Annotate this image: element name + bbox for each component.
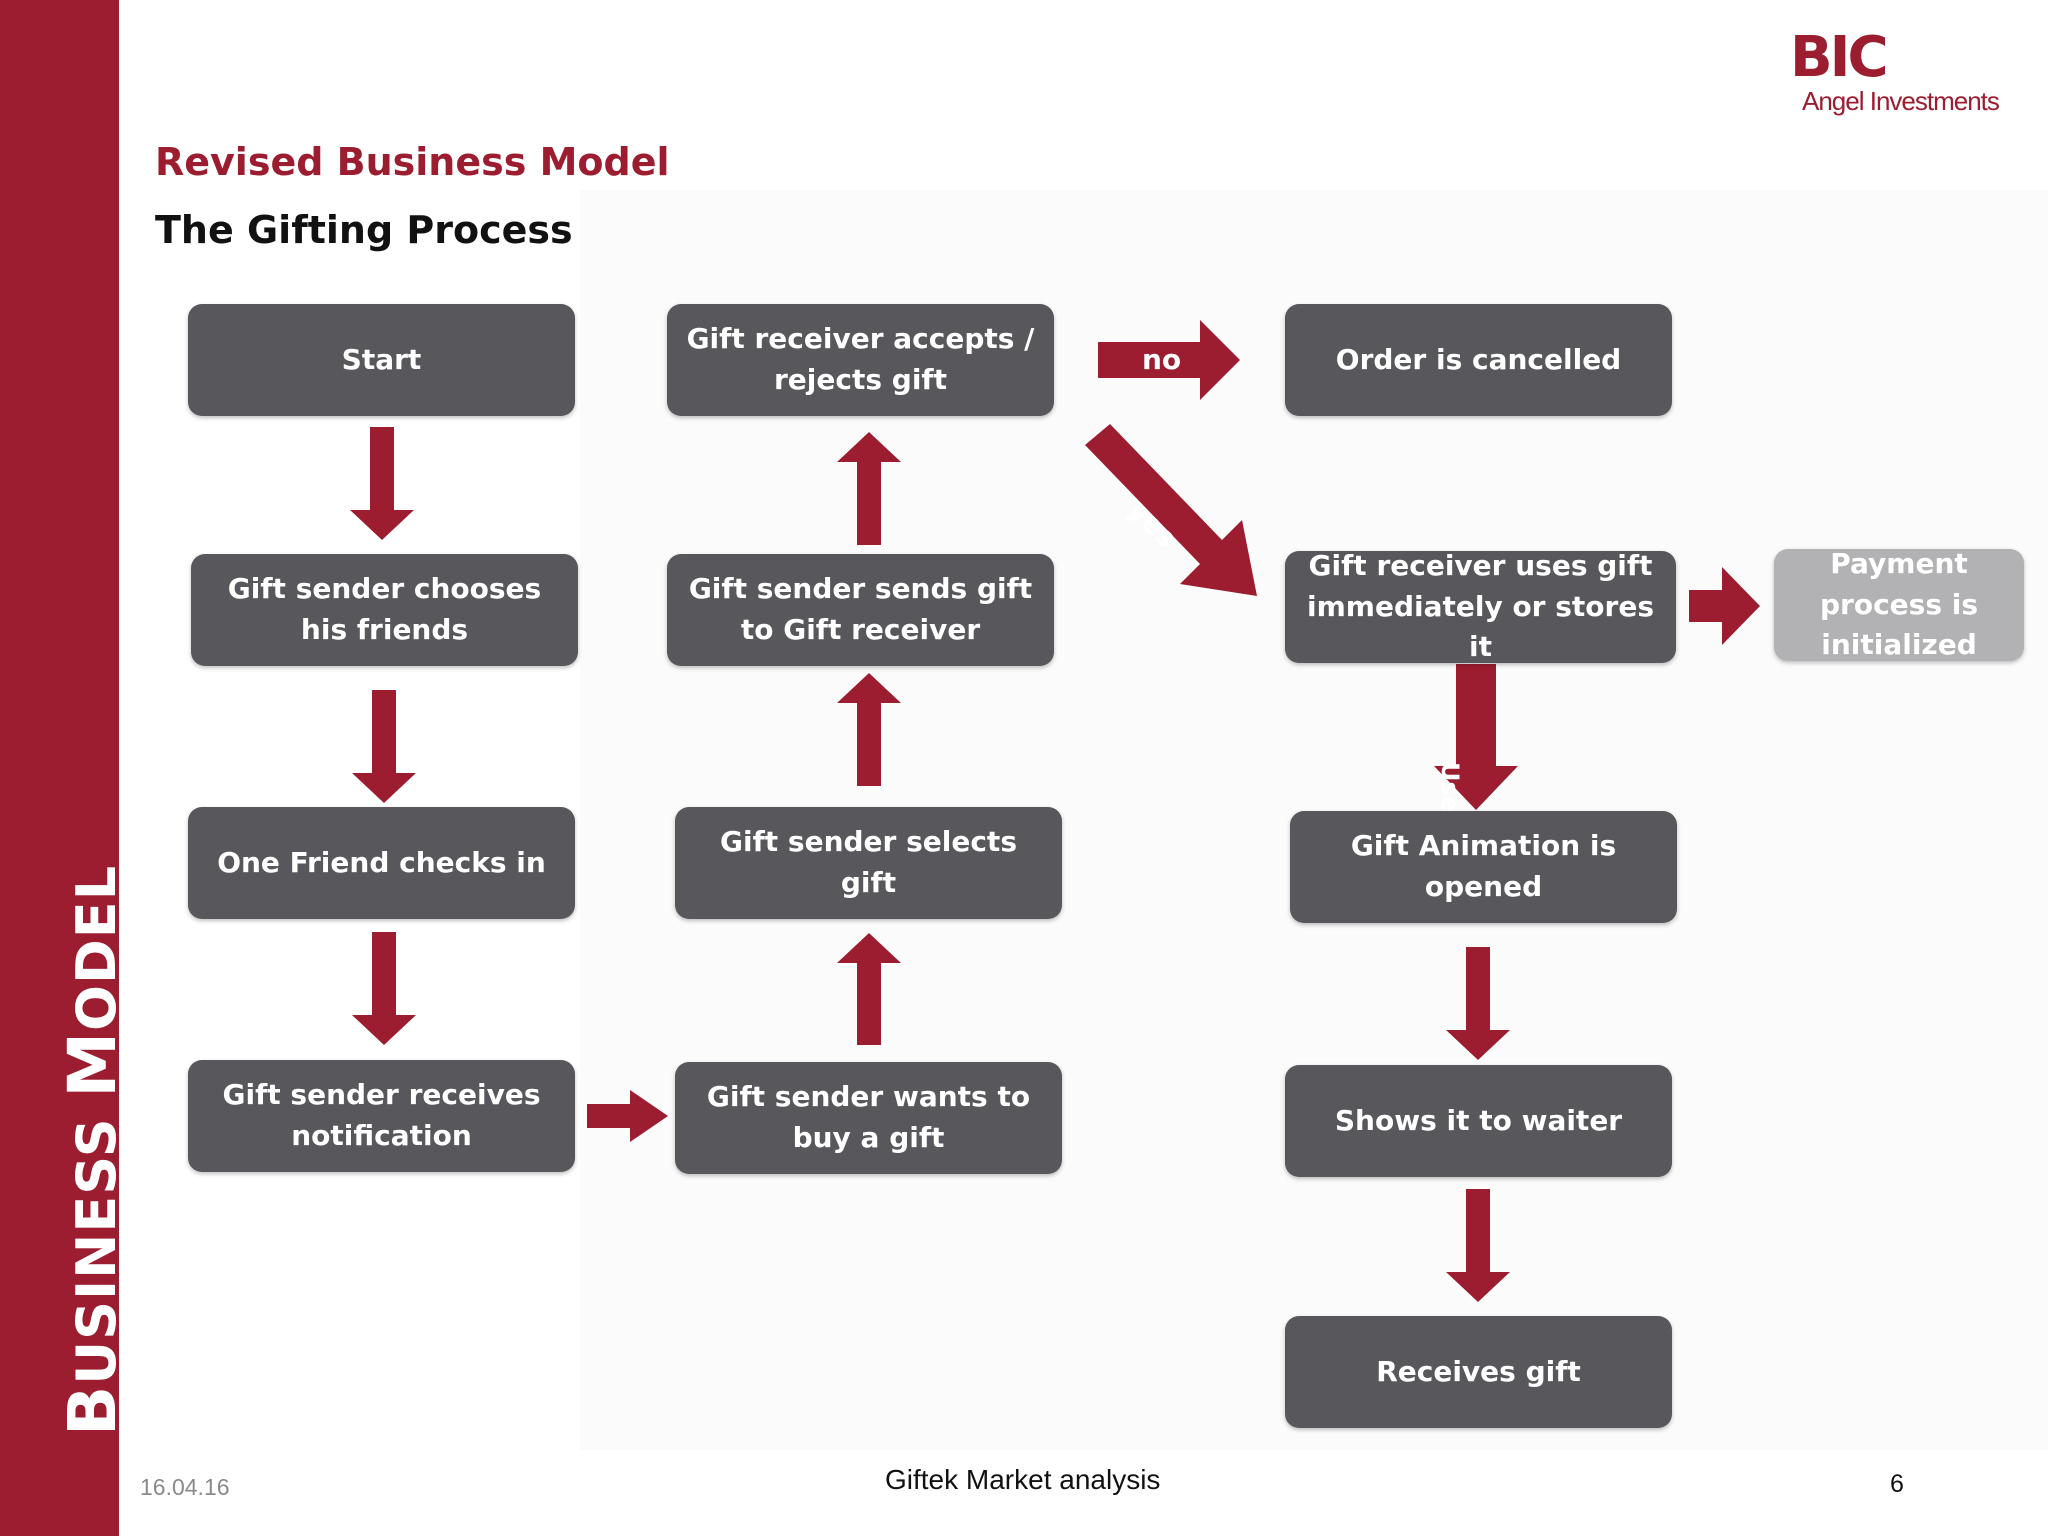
logo-brand: BIC — [1790, 25, 1889, 90]
node-start: Start — [188, 304, 575, 416]
arrow-down — [350, 427, 414, 540]
node-receives-notification: Gift sender receives notification — [188, 1060, 575, 1172]
arrow-use-it — [1434, 664, 1518, 810]
arrow-down — [1446, 1189, 1510, 1302]
sidebar-band: BUSINESS MODEL — [0, 0, 131, 1536]
slide-subtitle: The Gifting Process — [155, 208, 573, 252]
arrow-right — [587, 1090, 668, 1142]
arrow-yes — [1085, 424, 1257, 596]
footer-title: Giftek Market analysis — [885, 1464, 1161, 1495]
arrow-up — [837, 673, 901, 786]
arrow-up — [837, 432, 901, 545]
arrow-right — [1689, 567, 1760, 645]
node-selects-gift: Gift sender selects gift — [675, 807, 1062, 919]
node-uses-or-stores: Gift receiver uses gift immediately or s… — [1285, 549, 1676, 663]
arrow-down — [352, 690, 416, 803]
arrow-no — [1098, 320, 1240, 400]
node-friend-checks-in: One Friend checks in — [188, 807, 575, 919]
company-logo: BIC Angel Investments — [1790, 25, 2030, 116]
arrow-up — [837, 933, 901, 1045]
node-wants-to-buy: Gift sender wants to buy a gift — [675, 1062, 1062, 1174]
node-payment-initialized: Payment process is initialized — [1774, 547, 2024, 661]
node-receives-gift: Receives gift — [1285, 1316, 1672, 1428]
node-sends-gift: Gift sender sends gift to Gift receiver — [667, 554, 1054, 666]
logo-subtitle: Angel Investments — [1802, 86, 2000, 116]
node-chooses-friends: Gift sender chooses his friends — [191, 554, 578, 666]
page-number: 6 — [1890, 1470, 1904, 1498]
node-order-cancelled: Order is cancelled — [1285, 304, 1672, 416]
slide-title: Revised Business Model — [155, 140, 670, 184]
node-animation-opened: Gift Animation is opened — [1290, 811, 1677, 923]
node-accepts-rejects: Gift receiver accepts / rejects gift — [667, 304, 1054, 416]
arrow-down — [352, 932, 416, 1045]
arrow-down — [1446, 947, 1510, 1060]
edge-label-no: no — [1142, 343, 1182, 376]
node-shows-waiter: Shows it to waiter — [1285, 1065, 1672, 1177]
footer-date: 16.04.16 — [140, 1474, 230, 1500]
